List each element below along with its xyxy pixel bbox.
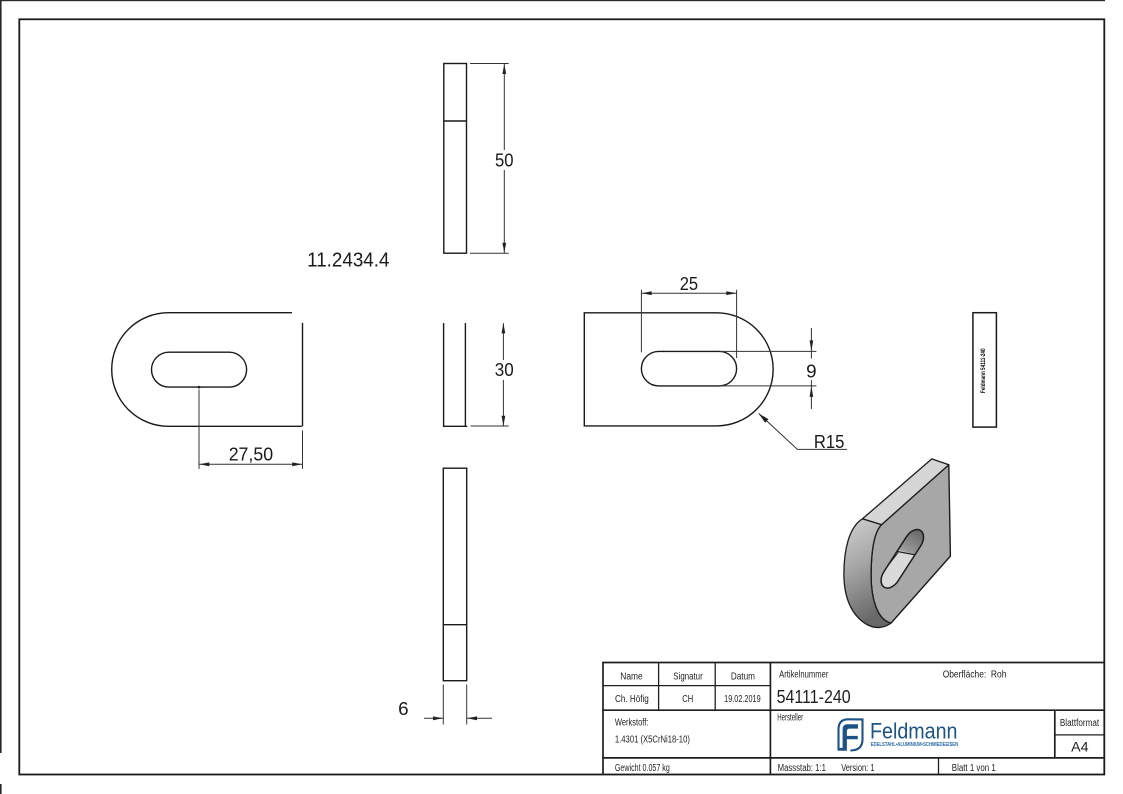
svg-text:30: 30 [495,359,514,380]
svg-text:A4: A4 [1071,739,1089,755]
svg-text:9: 9 [806,360,816,381]
svg-text:Feldmann 54111-240: Feldmann 54111-240 [980,348,987,393]
svg-text:CH: CH [682,694,693,705]
svg-text:Hersteller: Hersteller [777,712,803,723]
svg-text:19.02.2019: 19.02.2019 [724,694,761,705]
svg-text:Datum: Datum [731,672,755,683]
svg-text:Gewicht 0.057 kg: Gewicht 0.057 kg [615,763,670,774]
svg-text:Signatur: Signatur [673,672,703,683]
svg-text:R15: R15 [814,431,845,452]
svg-text:6: 6 [398,698,408,719]
svg-text:50: 50 [495,150,514,171]
svg-text:Name: Name [620,672,643,683]
svg-text:Werkstoff:: Werkstoff: [615,717,649,728]
svg-text:27,50: 27,50 [229,443,273,464]
svg-text:Blattformat: Blattformat [1060,718,1099,729]
svg-text:54111-240: 54111-240 [777,687,851,707]
svg-text:25: 25 [680,273,698,294]
svg-text:Artikelnummer: Artikelnummer [779,670,829,681]
svg-text:Feldmann: Feldmann [870,719,958,744]
svg-text:Version: 1: Version: 1 [841,763,875,774]
svg-text:Blatt 1 von 1: Blatt 1 von 1 [952,763,996,774]
svg-text:Ch. Höfig: Ch. Höfig [615,694,649,705]
svg-text:11.2434.4: 11.2434.4 [307,250,389,272]
svg-text:EDELSTAHL•ALUMINIUM•SCHMIEDEEI: EDELSTAHL•ALUMINIUM•SCHMIEDEEISEN [871,742,959,748]
svg-text:Massstab: 1:1: Massstab: 1:1 [778,763,827,774]
svg-text:1.4301 (X5CrNi18-10): 1.4301 (X5CrNi18-10) [615,735,690,746]
svg-text:Oberfläche: Roh: Oberfläche: Roh [943,670,1007,681]
